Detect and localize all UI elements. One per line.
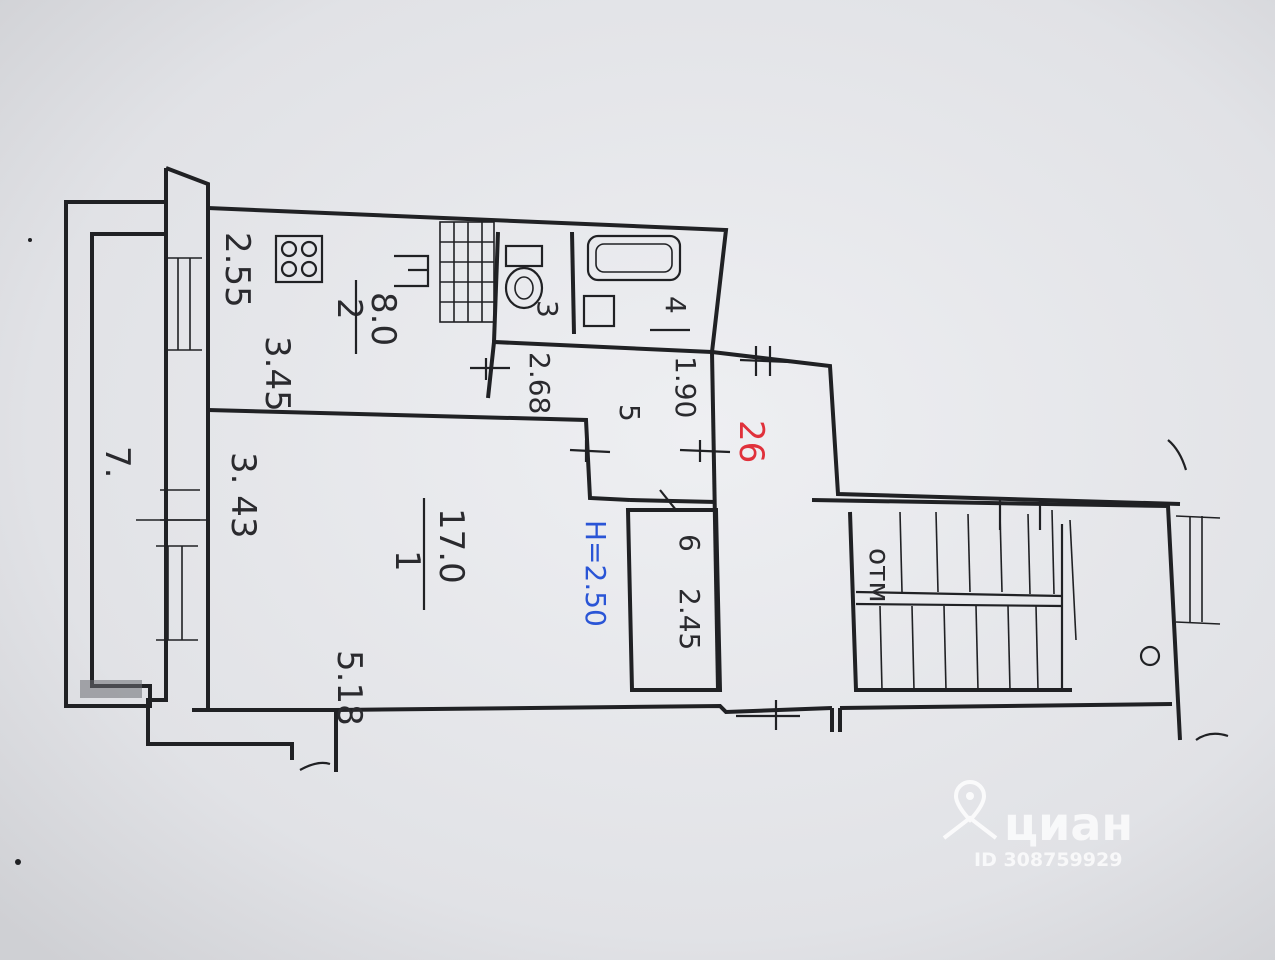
room-1-dim-long: 5.18 — [329, 650, 369, 726]
staircase: отм — [855, 509, 1221, 691]
room-6: 6 2.45 — [673, 534, 706, 650]
apartment-number: 26 — [731, 420, 771, 463]
door-marks — [470, 328, 1042, 730]
room-3-number: 3 — [531, 300, 564, 318]
room-5: 2.68 5 1.90 — [523, 352, 702, 422]
ink-dot — [15, 859, 21, 865]
room-2-number: 2 — [329, 298, 369, 320]
window-room-upper — [136, 489, 210, 521]
watermark-id: ID 308759929 — [974, 849, 1122, 871]
stair-marks: отм — [863, 548, 896, 603]
room-5-dim-width: 2.68 — [523, 352, 556, 414]
watermark: циан ID 308759929 — [942, 779, 1133, 871]
room-2-area: 8.0 — [363, 292, 403, 346]
room-1-number: 1 — [387, 550, 427, 572]
watermark-brand: циан — [1004, 797, 1133, 851]
ceiling-height: H=2.50 — [579, 520, 612, 627]
room-2-dim-side: 2.55 — [217, 232, 257, 308]
room-6-dim: 2.45 — [673, 588, 706, 650]
window-room-lower — [156, 545, 198, 641]
room-6-number: 6 — [673, 534, 706, 552]
bathtub-icon — [582, 234, 682, 328]
toilet-icon — [504, 244, 544, 310]
room-2: 2.55 2 8.0 3.45 — [217, 232, 403, 412]
stove-icon — [274, 234, 324, 284]
location-pin-icon — [942, 779, 998, 840]
ink-dot — [28, 238, 32, 242]
sink-icon — [394, 254, 430, 288]
room-5-number: 5 — [613, 404, 646, 422]
room-1-area: 17.0 — [431, 508, 471, 584]
room-1-dim-side: 3. 43 — [223, 452, 263, 539]
room-5-dim-length: 1.90 — [669, 356, 702, 418]
room-2-dim-long: 3.45 — [257, 336, 297, 412]
room-4: 4 — [659, 296, 692, 314]
room-1: 3. 43 1 17.0 5.18 — [223, 452, 471, 726]
room-4-number: 4 — [659, 296, 692, 314]
exterior-wall — [136, 166, 338, 772]
window-kitchen — [166, 257, 202, 351]
balcony-label: 7. — [97, 446, 137, 478]
room-3: 3 — [531, 300, 564, 318]
tile-grid — [439, 221, 495, 323]
